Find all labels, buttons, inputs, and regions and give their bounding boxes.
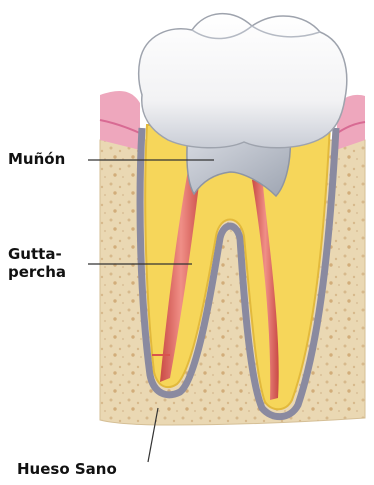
label-gutta-percha: Gutta- percha [8,245,66,281]
label-gutta-line1: Gutta- [8,245,66,263]
label-hueso-sano: Hueso Sano [17,460,117,478]
label-munon: Muñón [8,150,65,168]
label-gutta-line2: percha [8,263,66,281]
